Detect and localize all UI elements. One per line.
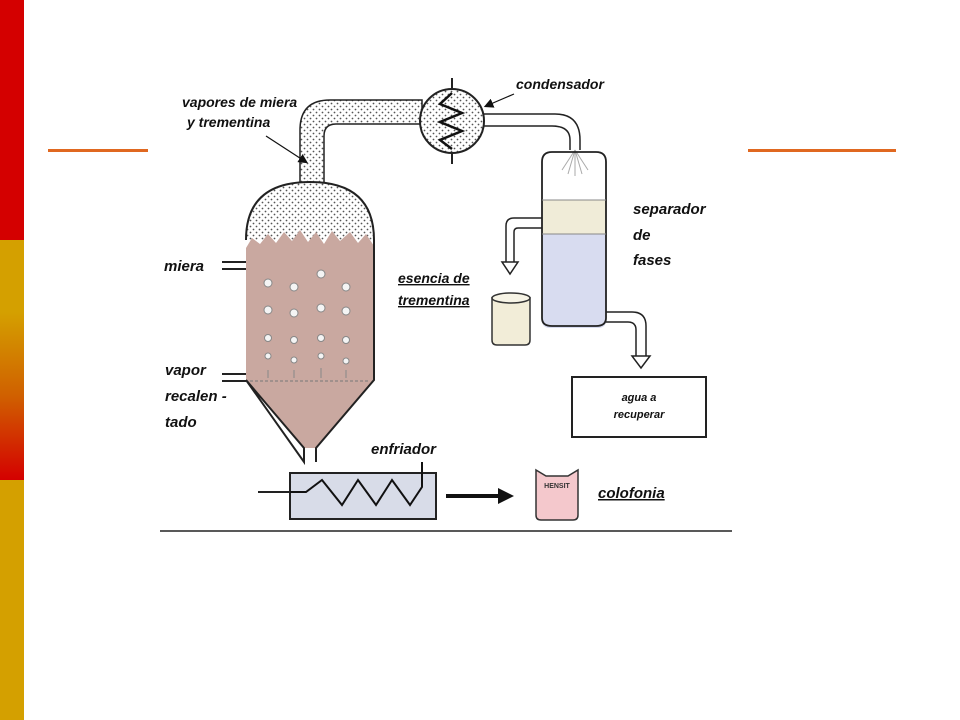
cooler (258, 462, 437, 520)
label-colofonia: colofonia (598, 485, 665, 502)
output-arrow (446, 488, 514, 504)
miera-inlet (222, 261, 246, 270)
label-agua-1: agua a (622, 392, 657, 404)
label-enfriador: enfriador (371, 441, 437, 458)
title-rule-right (748, 149, 896, 152)
title-rule-left (48, 149, 148, 152)
label-vapores-1: vapores de miera (182, 94, 297, 110)
phase-separator (541, 151, 607, 328)
label-separador-2: de (633, 227, 651, 244)
label-separador-1: separador (633, 201, 707, 218)
colofonia-bag: HENSIT (535, 468, 579, 521)
condensador-pointer (483, 93, 515, 108)
slide-stripe-gold (0, 480, 24, 720)
turpentine-jar (491, 292, 531, 346)
bag-label: HENSIT (544, 483, 570, 490)
vapor-inlet (222, 373, 246, 382)
label-esencia-1: esencia de (398, 270, 470, 286)
label-separador-3: fases (633, 252, 671, 269)
label-vapor-2: recalen - (165, 388, 227, 405)
water-recovery-box (571, 376, 707, 438)
slide-stripe-gradient (0, 240, 24, 480)
still-vessel (245, 180, 375, 466)
essence-outlet (500, 217, 542, 276)
condensate-pipe (484, 113, 589, 176)
slide-stripe-red (0, 0, 24, 240)
water-outlet (606, 311, 652, 370)
label-vapores-2: y trementina (186, 114, 270, 130)
vapor-pipe (299, 99, 423, 191)
condenser (419, 78, 485, 164)
label-vapor-3: tado (165, 414, 197, 431)
label-agua-2: recuperar (614, 409, 665, 421)
label-vapor-1: vapor (165, 362, 207, 379)
label-esencia-2: trementina (398, 292, 470, 308)
label-miera: miera (164, 258, 204, 275)
label-condensador: condensador (516, 76, 605, 92)
vapores-pointer (265, 135, 309, 164)
